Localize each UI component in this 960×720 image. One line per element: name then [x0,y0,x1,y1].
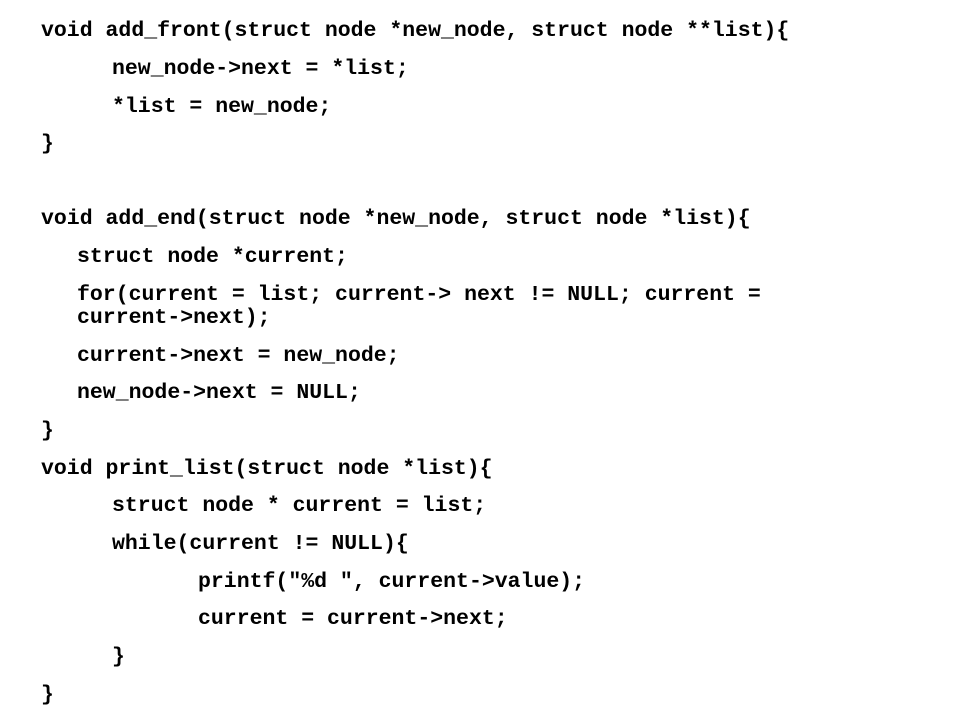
code-line-13: struct node * current = list; [112,494,487,518]
code-line-14: while(current != NULL){ [112,532,409,556]
code-line-5: void add_end(struct node *new_node, stru… [41,207,751,231]
code-line-17: } [112,645,125,669]
code-line-1: void add_front(struct node *new_node, st… [41,19,790,43]
code-line-12: void print_list(struct node *list){ [41,457,493,481]
code-line-6: struct node *current; [77,245,348,269]
code-line-18: } [41,683,54,707]
code-line-11: } [41,419,54,443]
code-line-2: new_node->next = *list; [112,57,409,81]
code-line-9: current->next = new_node; [77,344,400,368]
code-line-15: printf("%d ", current->value); [198,570,586,594]
code-line-7: for(current = list; current-> next != NU… [77,283,761,307]
code-line-16: current = current->next; [198,607,508,631]
code-line-8: current->next); [77,306,271,330]
code-line-3: *list = new_node; [112,95,332,119]
code-line-10: new_node->next = NULL; [77,381,361,405]
code-line-4: } [41,132,54,156]
